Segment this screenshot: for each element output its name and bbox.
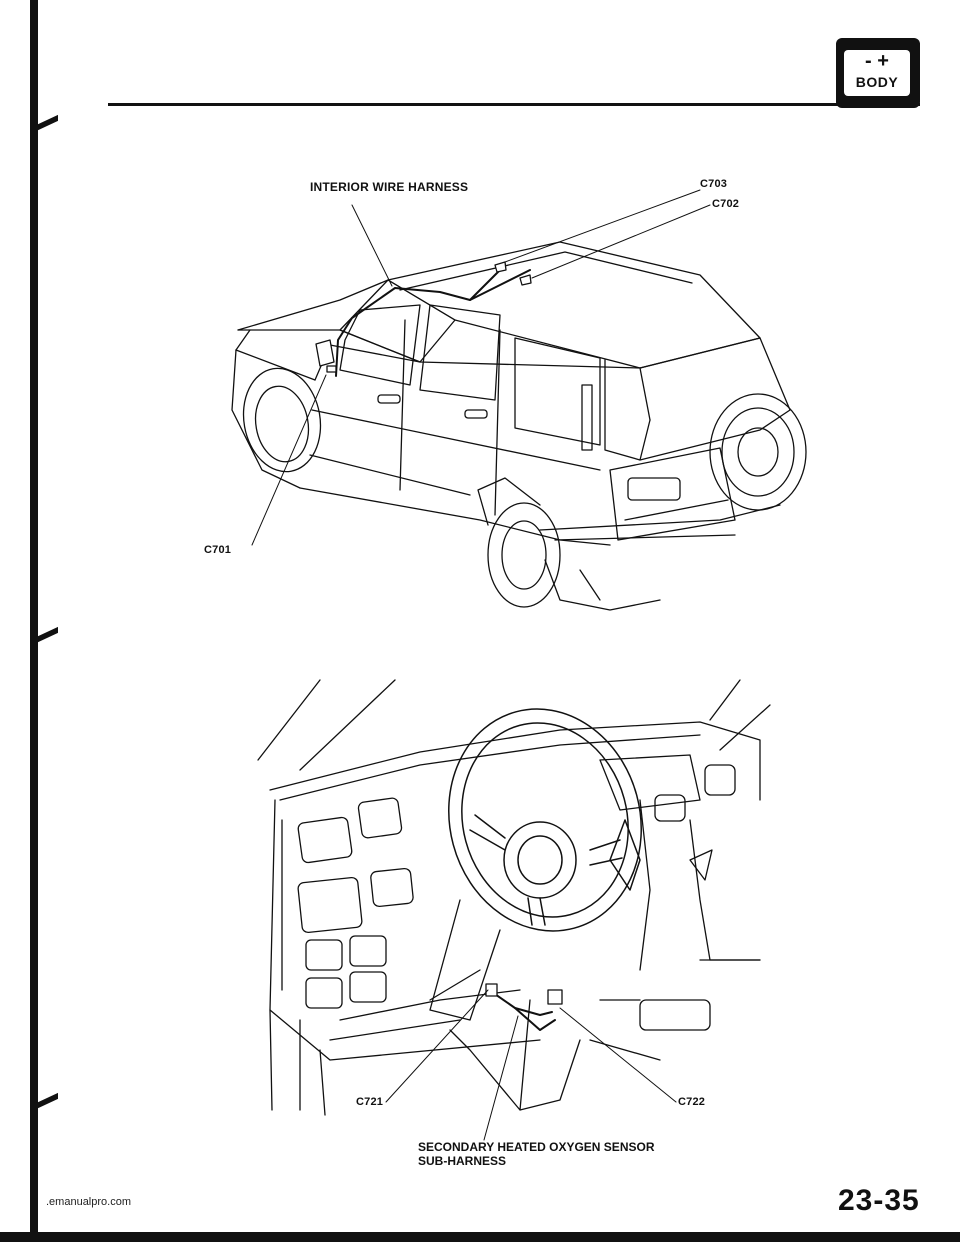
battery-icon: - + BODY	[844, 50, 910, 96]
interior-wire-harness-label: INTERIOR WIRE HARNESS	[310, 180, 469, 194]
subharness-label-line1: SECONDARY HEATED OXYGEN SENSOR	[418, 1140, 655, 1154]
connector-c702-label: C702	[712, 198, 740, 210]
binding-bar	[30, 0, 38, 1242]
c701-connector-icon	[326, 365, 337, 373]
connector-c701-label: C701	[204, 544, 232, 556]
battery-symbol: - +	[865, 50, 889, 72]
site-watermark: .emanualpro.com	[46, 1196, 131, 1208]
footer-bar	[0, 1232, 960, 1242]
connector-c722-label: C722	[678, 1096, 706, 1108]
connector-c703-label: C703	[700, 178, 728, 190]
interior-wire-harness	[335, 269, 531, 377]
subharness-label-line2: SUB-HARNESS	[418, 1154, 507, 1168]
body-section-badge: - + BODY	[836, 38, 920, 108]
dashboard-drawing	[257, 679, 771, 1116]
vehicle-drawing	[231, 241, 807, 611]
c703-connector-icon	[494, 261, 507, 273]
page-number: 23-35	[838, 1184, 920, 1217]
c722-connector-icon	[547, 989, 563, 1005]
steering-wheel	[448, 708, 642, 932]
section-label: BODY	[855, 74, 899, 90]
secondary-heated-oxygen-sensor-sub-harness	[491, 991, 556, 1031]
binding-spine	[0, 0, 26, 1242]
c702-connector-icon	[519, 274, 532, 286]
connector-c721-label: C721	[356, 1096, 384, 1108]
header-rule	[108, 103, 920, 106]
